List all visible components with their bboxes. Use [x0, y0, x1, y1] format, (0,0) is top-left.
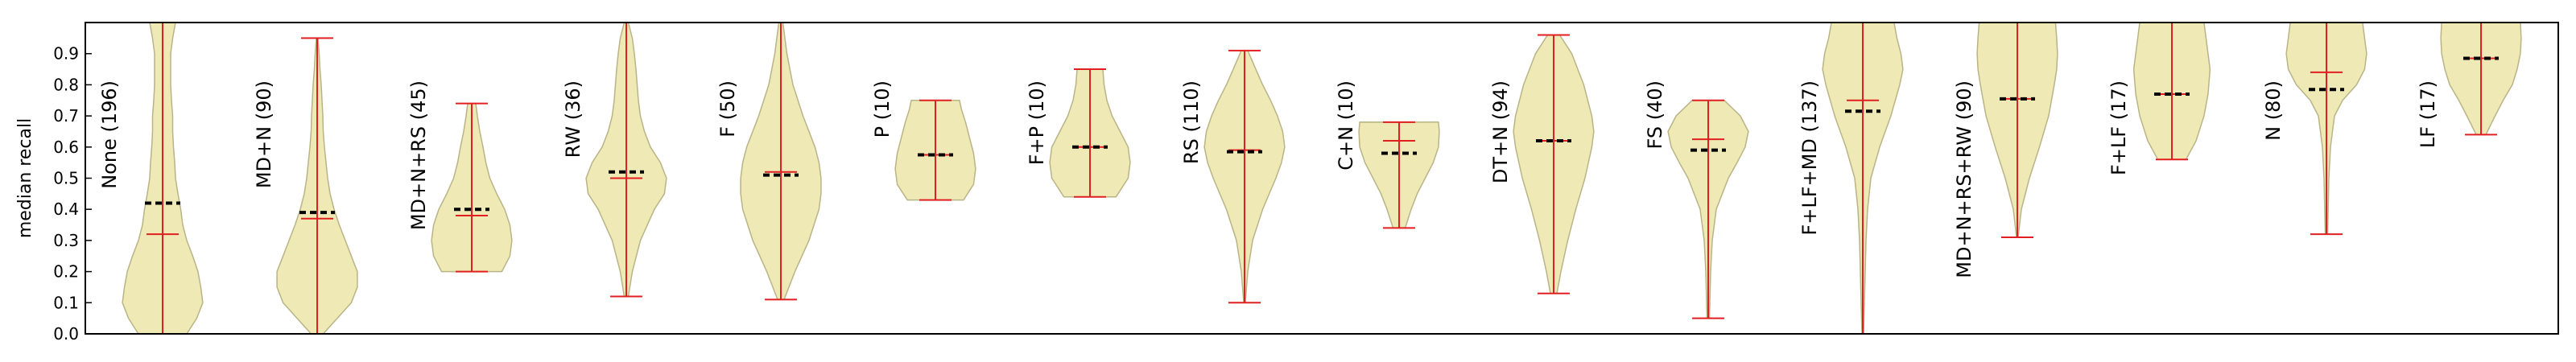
category-label: DT+N (94)	[1489, 80, 1512, 183]
category-label: RS (110)	[1180, 80, 1203, 164]
y-tick-label: 0.6	[53, 138, 79, 157]
violins-layer	[122, 22, 2522, 335]
whiskers-layer	[145, 23, 2499, 334]
y-tick-label: 0.5	[53, 169, 79, 188]
y-tick-label: 0.2	[53, 262, 79, 282]
y-tick-label: 0.4	[53, 200, 79, 219]
category-labels-layer: None (196) MD+N (90) MD+N+RS (45) RW (36) F …	[98, 80, 2439, 278]
y-tick-label: 0.1	[53, 293, 79, 312]
category-label: MD+N+RS+RW (90)	[1953, 80, 1975, 278]
y-tick-label: 0.7	[53, 106, 79, 125]
y-axis-label: median recall	[15, 118, 35, 238]
y-tick-label: 0.3	[53, 231, 79, 250]
y-tick-label: 0.8	[53, 75, 79, 94]
y-axis: 0.0 0.1 0.2 0.3 0.4 0.5 0.6 0.7 0.8 0.9	[53, 44, 92, 343]
category-label: RW (36)	[562, 80, 584, 158]
category-label: None (196)	[98, 80, 121, 189]
category-label: LF (17)	[2417, 80, 2439, 148]
category-label: F+LF (17)	[2107, 80, 2130, 175]
y-tick-label: 0.0	[53, 324, 79, 343]
category-label: MD+N (90)	[253, 80, 275, 188]
category-label: F+P (10)	[1026, 80, 1048, 165]
y-tick-label: 0.9	[53, 44, 79, 64]
category-label: FS (40)	[1644, 80, 1666, 150]
category-label: N (80)	[2262, 80, 2285, 141]
category-label: P (10)	[871, 80, 894, 138]
category-label: F+LF+MD (137)	[1798, 80, 1821, 236]
category-label: MD+N+RS (45)	[407, 80, 430, 230]
category-label: F (50)	[716, 80, 739, 138]
category-label: C+N (10)	[1335, 80, 1357, 171]
